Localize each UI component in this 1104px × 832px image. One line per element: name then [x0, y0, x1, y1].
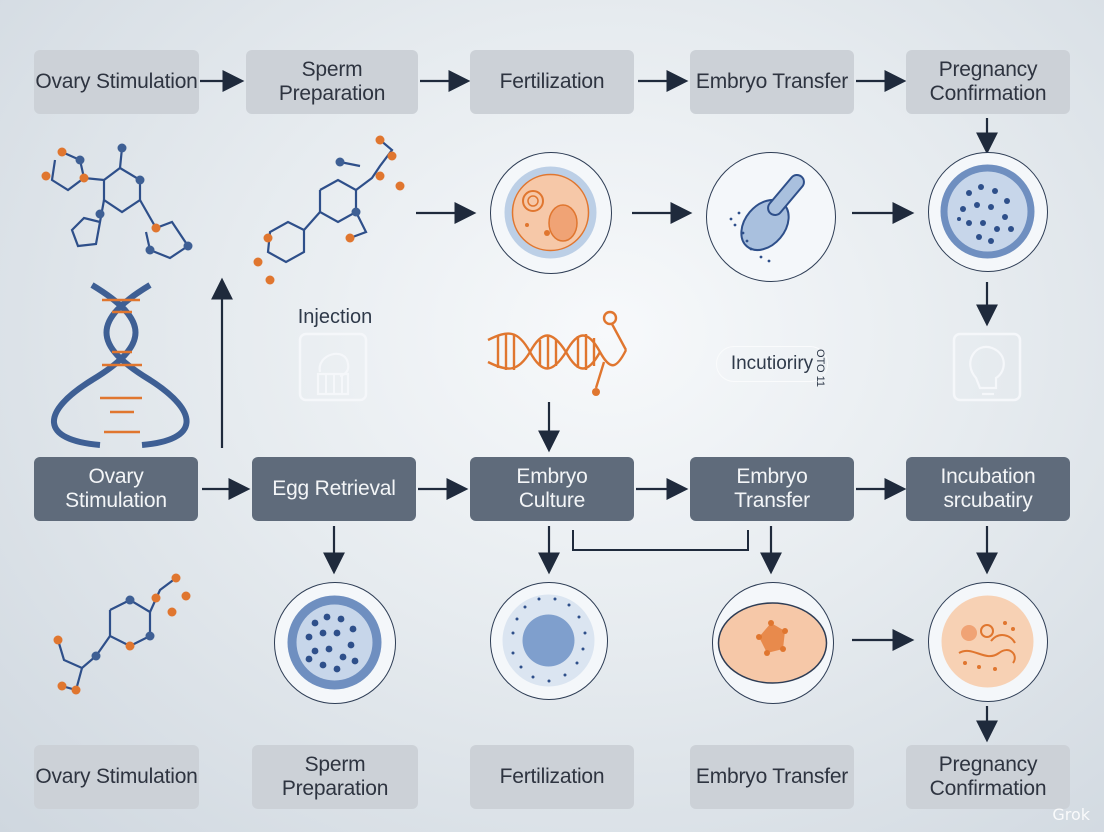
top-step-ovary-stimulation: Ovary Stimulation [34, 50, 199, 114]
mid-step-embryo-culture: Embryo Culture [470, 457, 634, 521]
bottom-step-pregnancy-confirmation: Pregnancy Confirmation [906, 745, 1070, 809]
dna-rungs [100, 298, 142, 434]
transfer-pipette-icon [706, 152, 836, 282]
pregnancy-cell-icon [928, 152, 1048, 272]
cell-blue-dots-icon [940, 164, 1035, 259]
bottom-step-ovary-stimulation: Ovary Stimulation [34, 745, 199, 809]
mid-step-embryo-transfer: Embryo Transfer [690, 457, 854, 521]
cell-nucleus-icon [502, 594, 595, 687]
dna-horizontal-icon [487, 323, 628, 389]
bottom-step-fertilization: Fertilization [470, 745, 634, 809]
cell-dense-blue-icon [287, 595, 382, 690]
incubation-cell-icon [928, 582, 1048, 702]
cell-orange-icon [504, 166, 597, 259]
top-step-sperm-preparation: Sperm Preparation [246, 50, 418, 114]
incubation-annotation: Incutioriry [716, 346, 828, 382]
molecule-icon-top-second [266, 139, 394, 264]
molecule-nodes-top-left [41, 143, 193, 255]
mid-step-egg-retrieval: Egg Retrieval [252, 457, 416, 521]
molecule-icon-top-left [50, 147, 190, 260]
injection-label: Injection [297, 306, 373, 328]
incubation-side-text: OTO 11 [814, 348, 826, 388]
egg-retrieval-cell-icon [274, 582, 396, 704]
molecule-nodes-bottom-left [53, 573, 191, 695]
embryo-transfer-cell-icon [712, 582, 834, 704]
top-step-embryo-transfer: Embryo Transfer [690, 50, 854, 114]
cell-orange-pattern-icon [941, 595, 1034, 688]
top-step-pregnancy-confirmation: Pregnancy Confirmation [906, 50, 1070, 114]
bracket-connector [572, 530, 749, 551]
fertilization-cell-icon [490, 152, 612, 274]
mid-step-incubation: Incubation srcubatiry [906, 457, 1070, 521]
mid-step-ovary-stimulation: Ovary Stimulation [34, 457, 198, 521]
pipette-icon [729, 173, 805, 263]
bottom-step-embryo-transfer: Embryo Transfer [690, 745, 854, 809]
cell-oval-icon [717, 602, 828, 684]
bottom-step-sperm-preparation: Sperm Preparation [252, 745, 418, 809]
watermark-text: Grok [1052, 805, 1090, 824]
syringe-hand-icon [298, 332, 368, 402]
embryo-culture-cell-icon [490, 582, 608, 700]
top-step-fertilization: Fertilization [470, 50, 634, 114]
dna-helix-icon [51, 282, 190, 448]
molecule-nodes-top-second [253, 135, 405, 285]
lightbulb-icon [952, 332, 1022, 402]
